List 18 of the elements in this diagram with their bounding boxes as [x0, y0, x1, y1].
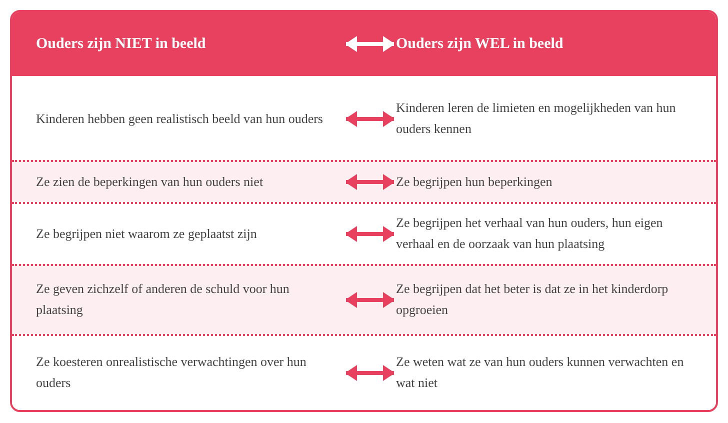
- cell-text: Ze geven zichzelf of anderen de schuld voor hun plaatsing: [36, 280, 290, 319]
- cell-text: Kinderen leren de limieten en mogelijkheden van hun ouders kennen: [396, 99, 677, 138]
- double-arrow: [345, 365, 395, 381]
- cell-text: Ze begrijpen niet waarom ze geplaatst zijn: [36, 224, 258, 243]
- cell-text: Ze weten wat ze van hun ouders kunnen verwachten en wat niet: [396, 353, 685, 392]
- double-arrow: [345, 36, 395, 52]
- cell-text: Ze begrijpen dat het beter is dat ze in het kinderdorp opgroeien: [396, 280, 670, 319]
- cell-text: Ze begrijpen hun beperkingen: [396, 172, 554, 191]
- cell-text: Kinderen hebben geen realistisch beeld van hun ouders: [36, 110, 324, 128]
- double-arrow: [345, 111, 395, 127]
- double-arrow: [345, 174, 395, 190]
- column-heading: Ouders zijn WEL in beeld: [396, 35, 564, 54]
- cell-text: Ze zien de beperkingen van hun ouders niet: [36, 172, 264, 191]
- cell-text: Ze begrijpen het verhaal van hun ouders, hun eigen verhaal en de oorzaak van hun plaatsing: [396, 214, 664, 253]
- double-arrow: [345, 226, 395, 242]
- column-heading: Ouders zijn NIET in beeld: [36, 35, 207, 54]
- double-arrow: [345, 292, 395, 308]
- cell-text: Ze koesteren onrealistische verwachtingen over hun ouders: [36, 353, 308, 392]
